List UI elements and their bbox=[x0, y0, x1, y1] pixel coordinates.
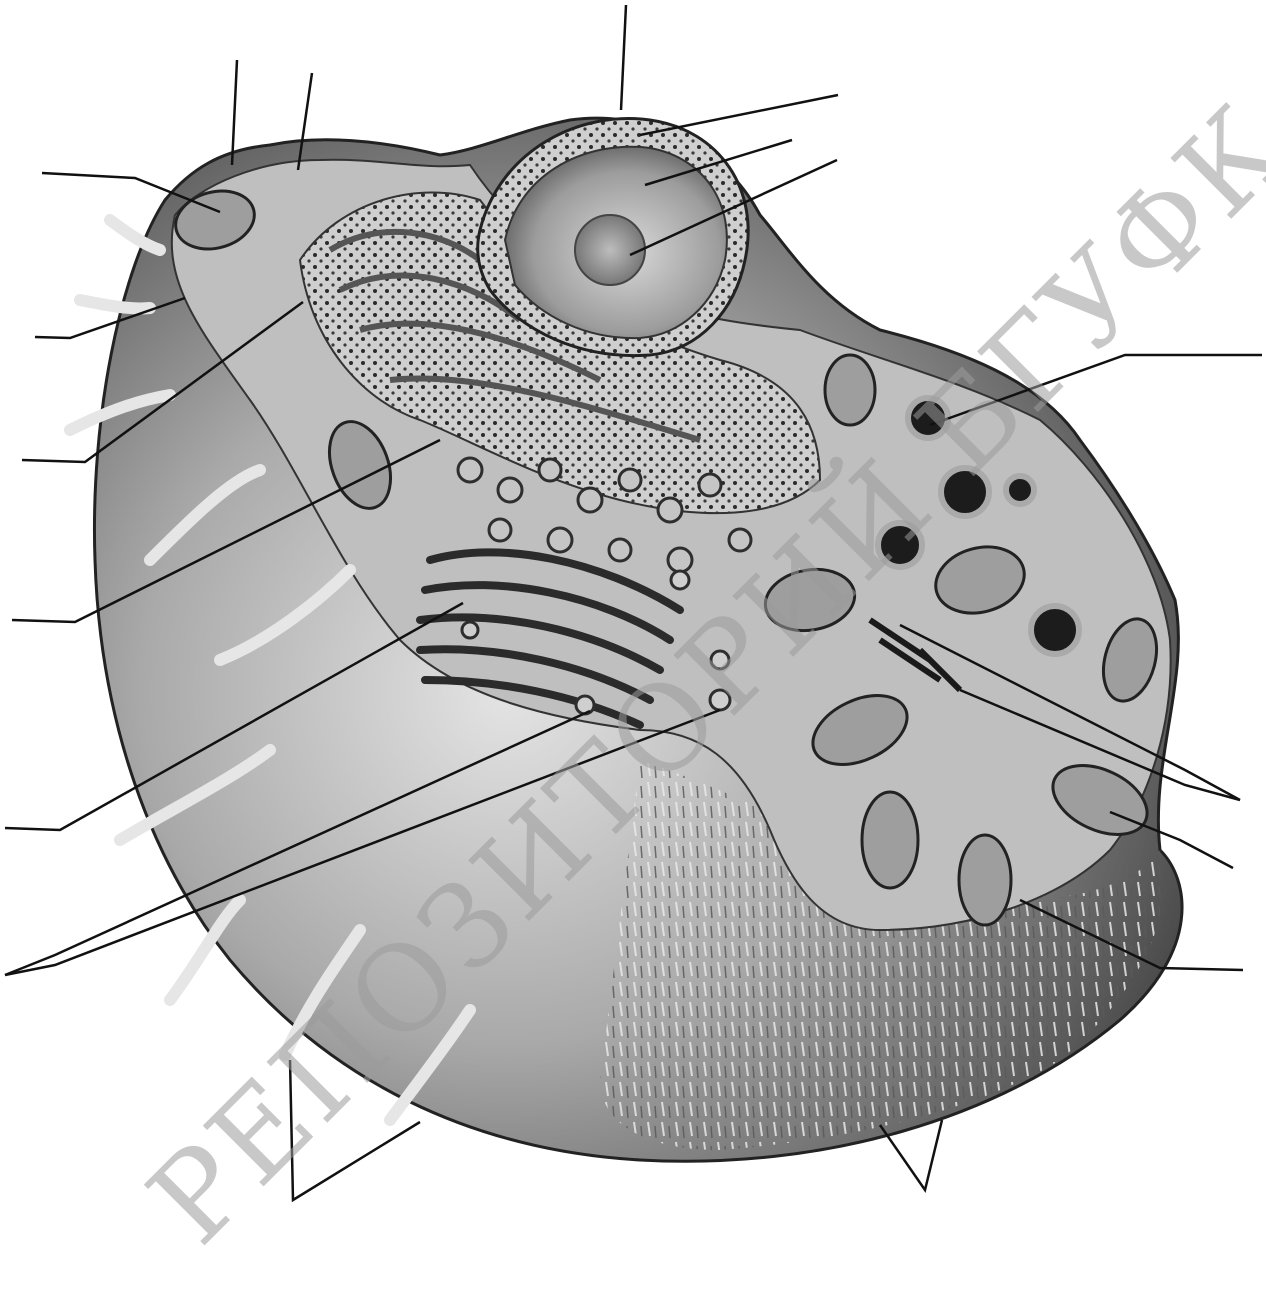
mitochondrion bbox=[862, 792, 918, 888]
mitochondrion bbox=[825, 355, 875, 425]
label-line-3 bbox=[621, 5, 626, 110]
label-line-1 bbox=[232, 60, 237, 165]
mitochondrion bbox=[959, 835, 1011, 925]
label-line-4 bbox=[640, 95, 838, 135]
nucleolus bbox=[575, 215, 645, 285]
